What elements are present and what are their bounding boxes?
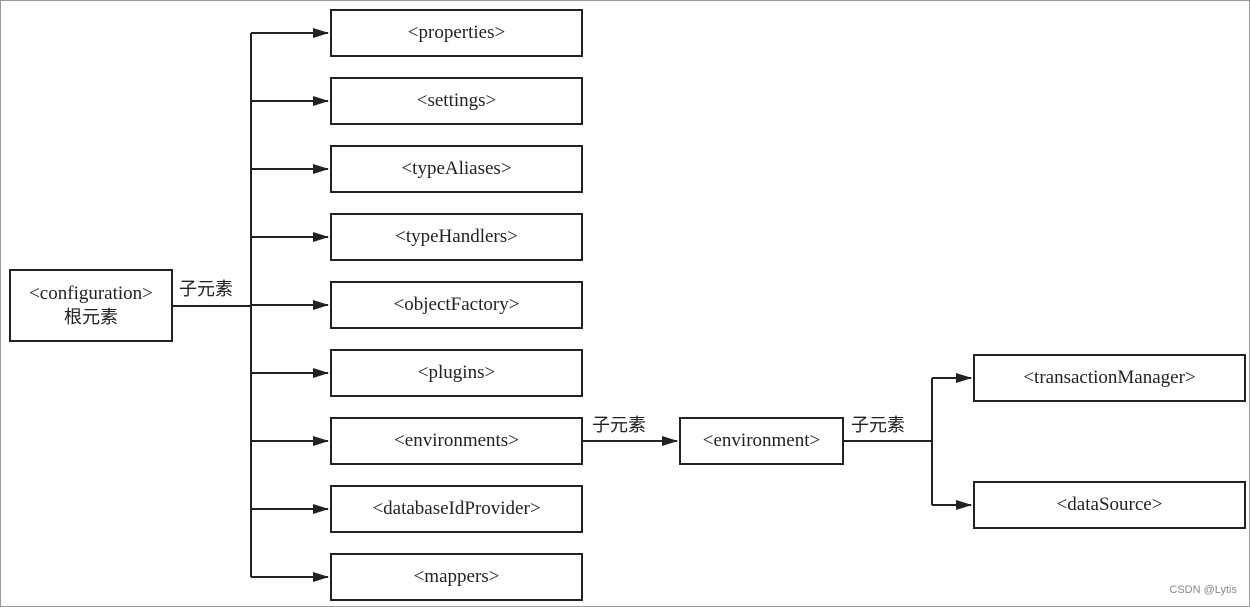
child-node-settings: <settings> (330, 77, 583, 125)
child-node-plugins: <plugins> (330, 349, 583, 397)
child-node-label: <settings> (416, 90, 497, 111)
environment-node: <environment> (679, 417, 844, 465)
arrowhead-icon (956, 500, 972, 510)
env-child-label: <transactionManager> (1023, 367, 1196, 388)
environment-label: <environment> (702, 430, 821, 451)
child-node-objectFactory: <objectFactory> (330, 281, 583, 329)
edge-label-environments: 子元素 (592, 415, 646, 436)
child-node-environments: <environments> (330, 417, 583, 465)
arrowhead-icon (313, 368, 329, 378)
edge-label-root: 子元素 (179, 279, 233, 300)
child-node-mappers: <mappers> (330, 553, 583, 601)
edge-label-environment: 子元素 (851, 415, 905, 436)
child-node-properties: <properties> (330, 9, 583, 57)
arrowhead-icon (313, 96, 329, 106)
arrowhead-icon (313, 28, 329, 38)
arrowhead-icon (313, 436, 329, 446)
child-node-label: <typeAliases> (401, 158, 512, 179)
root-caption: 根元素 (64, 306, 118, 328)
env-child-label: <dataSource> (1056, 494, 1163, 515)
root-tag: <configuration> (29, 282, 153, 304)
configuration-root-node: <configuration> 根元素 (9, 269, 173, 342)
env-child-node: <transactionManager> (973, 354, 1246, 402)
child-node-typeHandlers: <typeHandlers> (330, 213, 583, 261)
watermark: CSDN @Lytis (1169, 584, 1237, 596)
arrowhead-icon (662, 436, 678, 446)
env-child-node: <dataSource> (973, 481, 1246, 529)
arrowhead-icon (956, 373, 972, 383)
child-node-label: <typeHandlers> (395, 226, 518, 247)
child-node-label: <databaseIdProvider> (372, 498, 541, 519)
child-node-label: <mappers> (413, 566, 500, 587)
arrowhead-icon (313, 300, 329, 310)
child-node-label: <environments> (394, 430, 519, 451)
arrowhead-icon (313, 164, 329, 174)
child-node-label: <objectFactory> (393, 294, 520, 315)
child-node-typeAliases: <typeAliases> (330, 145, 583, 193)
child-node-databaseIdProvider: <databaseIdProvider> (330, 485, 583, 533)
arrowhead-icon (313, 572, 329, 582)
child-node-label: <properties> (407, 22, 506, 43)
arrowhead-icon (313, 504, 329, 514)
arrowhead-icon (313, 232, 329, 242)
child-node-label: <plugins> (417, 362, 496, 383)
